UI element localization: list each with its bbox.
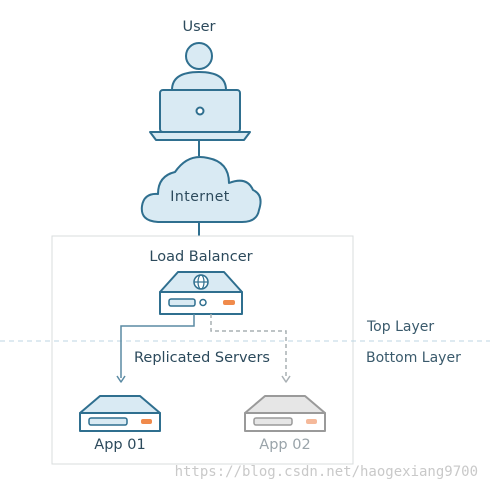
app2-server-icon xyxy=(244,395,326,432)
top-layer-label: Top Layer xyxy=(366,319,434,335)
load-balancer-server-icon xyxy=(159,271,243,315)
bottom-layer-label: Bottom Layer xyxy=(366,350,461,366)
cloud-icon xyxy=(140,156,262,223)
app2-label: App 02 xyxy=(259,437,310,453)
user-label: User xyxy=(182,19,215,35)
app1-server-icon xyxy=(79,395,161,432)
watermark-url: https://blog.csdn.net/haogexiang9700 xyxy=(175,464,478,480)
user-laptop-icon xyxy=(149,42,251,141)
system-boundary xyxy=(51,235,354,465)
app1-label: App 01 xyxy=(94,437,145,453)
load-balancer-label: Load Balancer xyxy=(149,249,252,265)
link-balancer-app1 xyxy=(116,314,195,383)
internet-label: Internet xyxy=(170,189,230,205)
replicated-servers-label: Replicated Servers xyxy=(134,350,270,366)
link-balancer-app2 xyxy=(210,314,291,383)
